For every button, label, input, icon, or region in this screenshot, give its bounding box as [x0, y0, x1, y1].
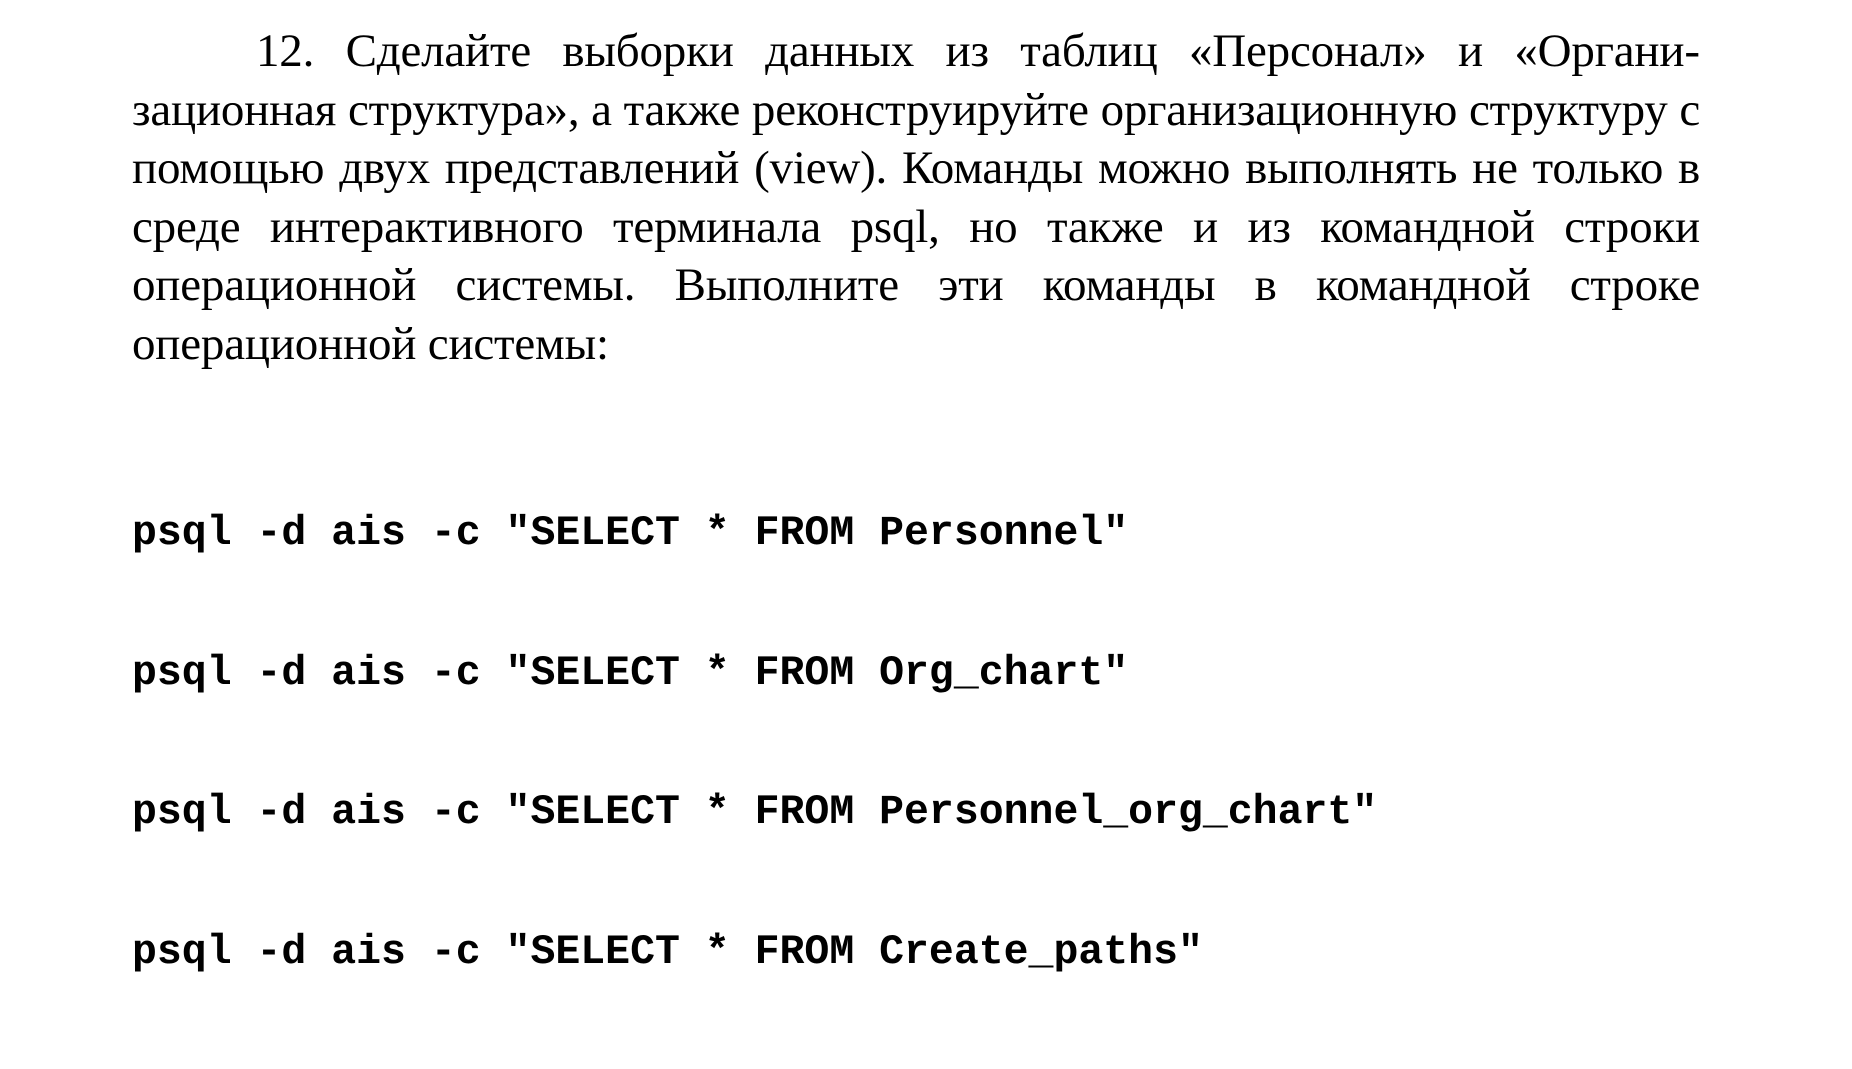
code-block: psql -d ais -c "SELECT * FROM Personnel"…	[132, 418, 1377, 1069]
code-line-org-chart: psql -d ais -c "SELECT * FROM Org_chart"	[132, 649, 1129, 697]
task-paragraph: 12. Сделайте выборки данных из таблиц «П…	[132, 25, 1700, 370]
code-line-personnel: psql -d ais -c "SELECT * FROM Personnel"	[132, 510, 1129, 557]
document-page: 12. Сделайте выборки данных из таблиц «П…	[132, 25, 1700, 975]
code-line-personnel-org-chart: psql -d ais -c "SELECT * FROM Personnel_…	[132, 789, 1378, 836]
code-line-create-paths: psql -d ais -c "SELECT * FROM Create_pat…	[132, 928, 1203, 976]
